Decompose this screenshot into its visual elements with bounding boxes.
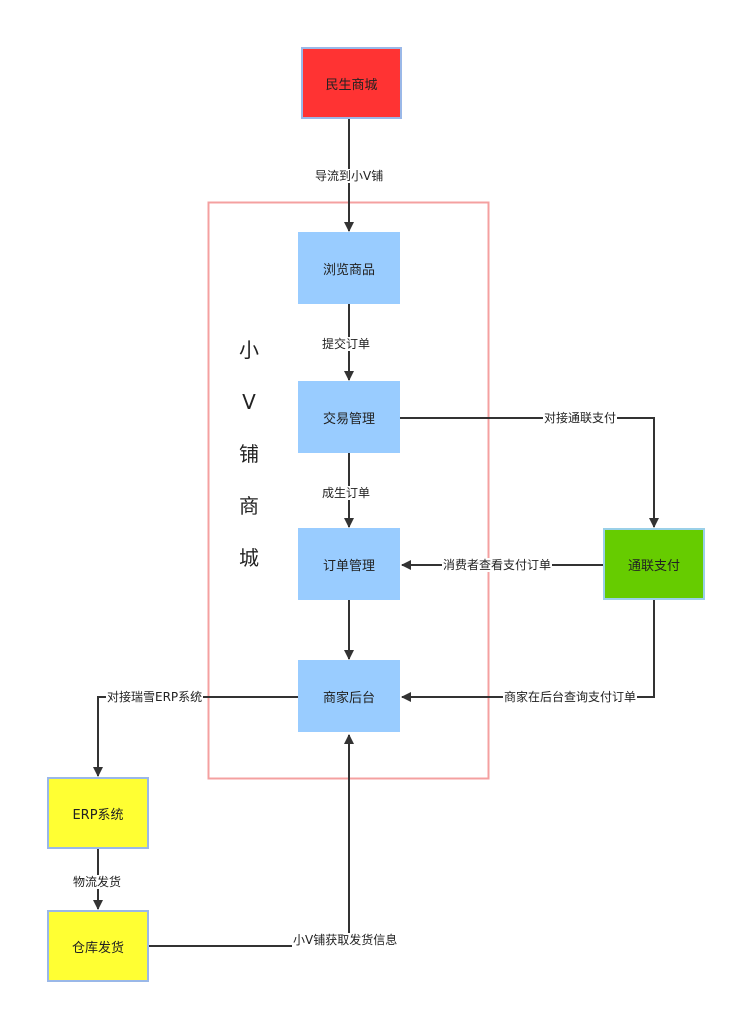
edge-label-connect-tonglian: 对接通联支付 (543, 411, 618, 425)
edge-label-merchant-query: 商家在后台查询支付订单 (503, 690, 638, 704)
region-title-char: 城 (239, 546, 259, 570)
node-tonglian-payment[interactable]: 通联支付 (603, 528, 705, 600)
edge-label-connect-erp: 对接瑞雪ERP系统 (106, 690, 204, 704)
node-warehouse-shipping[interactable]: 仓库发货 (47, 910, 149, 982)
edge-label-to-xiaov: 导流到小V铺 (314, 169, 385, 183)
node-browse-products[interactable]: 浏览商品 (298, 232, 400, 304)
edge-label-submit-order: 提交订单 (321, 337, 372, 351)
xiaov-region-title: 小 V 铺 商 城 (236, 330, 262, 590)
node-trade-management[interactable]: 交易管理 (298, 381, 400, 453)
edge-warehouse-to-merchant (149, 734, 354, 947)
edge-label-create-order: 成生订单 (321, 486, 372, 500)
node-minsheng-mall[interactable]: 民生商城 (301, 47, 402, 119)
edge-trade-to-tonglian (400, 417, 659, 528)
region-title-char: V (242, 390, 256, 414)
edge-label-get-shipping: 小V铺获取发货信息 (292, 933, 399, 947)
edge-label-consumer-query: 消费者查看支付订单 (442, 558, 553, 572)
region-title-char: 商 (239, 494, 259, 518)
edge-tonglian-to-merchant (401, 600, 655, 702)
node-order-management[interactable]: 订单管理 (298, 528, 400, 600)
edge-merchant-to-erp (93, 696, 298, 777)
edge-label-logistics: 物流发货 (72, 875, 123, 889)
node-merchant-backend[interactable]: 商家后台 (298, 660, 400, 732)
region-title-char: 小 (239, 338, 259, 362)
node-erp-system[interactable]: ERP系统 (47, 777, 149, 849)
region-title-char: 铺 (239, 442, 259, 466)
